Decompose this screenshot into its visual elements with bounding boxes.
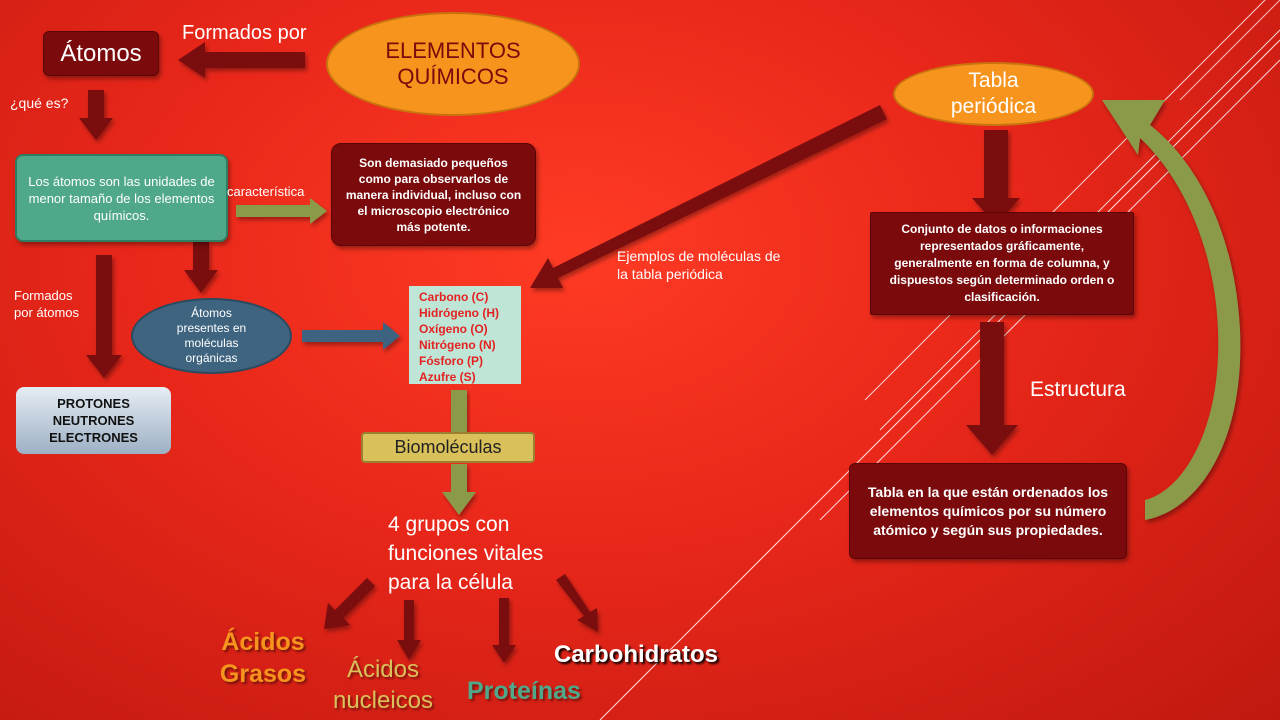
arrow-formados-por: [178, 42, 305, 78]
estructura-label: Estructura: [1030, 378, 1126, 401]
element-item: Oxígeno (O): [419, 322, 488, 336]
proteinas-label: Proteínas: [467, 677, 581, 705]
particulas-box: PROTONES NEUTRONES ELECTRONES: [16, 387, 171, 454]
atomos-presentes-text: Átomos presentes en moléculas orgánicas: [176, 306, 247, 365]
elementos-line-2: QUÍMICOS: [397, 64, 509, 89]
arrow-carbohidratos: [556, 574, 598, 632]
arrow-que-es: [79, 90, 113, 140]
ejemplos-label: Ejemplos de moléculas de la tabla periód…: [617, 248, 781, 282]
arrow-proteinas: [492, 598, 516, 663]
elementos-quimicos-oval: ELEMENTOS QUÍMICOS: [326, 12, 580, 116]
pequenos-text: Son demasiado pequeños como para observa…: [345, 155, 522, 234]
arrow-formados-por-atomos: [86, 255, 122, 378]
group-arrows: [324, 574, 598, 663]
formados-por-atomos-label: Formados por átomos: [14, 288, 80, 320]
acidos-grasos-label: Ácidos Grasos: [218, 626, 308, 690]
grupos-line-3: para la célula: [388, 571, 513, 594]
atomos-definition-text: Los átomos son las unidades de menor tam…: [28, 173, 215, 223]
acidos-grasos-line-1: Ácidos: [221, 628, 305, 656]
atomos-presentes-oval: Átomos presentes en moléculas orgánicas: [131, 298, 292, 374]
que-es-label: ¿qué es?: [10, 95, 69, 111]
conjunto-box: Conjunto de datos o informaciones repres…: [870, 212, 1134, 315]
carbohidratos-label: Carbohidratos: [554, 641, 719, 668]
acidos-nucleicos-label: Ácidos nucleicos: [318, 654, 448, 716]
acidos-nucleicos-line-1: Ácidos: [346, 656, 420, 683]
formados-por-label: Formados por: [182, 22, 307, 44]
tabla-line-2: periódica: [950, 95, 1037, 118]
tabla-definition-text: Tabla en la que están ordenados los elem…: [867, 483, 1109, 538]
atomos-label: Átomos: [60, 39, 142, 67]
acidos-grasos-line-2: Grasos: [219, 660, 307, 688]
pequenos-box: Son demasiado pequeños como para observa…: [331, 143, 536, 246]
element-item: Carbono (C): [419, 290, 489, 304]
acidos-nucleicos-line-2: nucleicos: [332, 687, 434, 714]
arrow-estructura: [966, 322, 1018, 455]
atomos-box: Átomos: [43, 31, 159, 76]
caracteristica-label: característica: [227, 184, 305, 199]
element-item: Azufre (S): [419, 370, 476, 384]
arrow-to-elements: [302, 322, 400, 350]
arrow-to-atomos-presentes: [184, 242, 218, 293]
conjunto-text: Conjunto de datos o informaciones repres…: [889, 222, 1115, 304]
elementos-line-1: ELEMENTOS: [385, 38, 521, 63]
biomoleculas-label: Biomoléculas: [394, 437, 502, 457]
electrones-label: ELECTRONES: [49, 430, 138, 445]
tabla-line-1: Tabla: [968, 69, 1019, 92]
grupos-line-2: funciones vitales: [388, 542, 544, 565]
neutrones-label: NEUTRONES: [52, 413, 135, 428]
elements-list-box: Carbono (C) Hidrógeno (H) Oxígeno (O) Ni…: [409, 286, 521, 384]
arrow-acidos-grasos: [324, 578, 375, 629]
arrow-caracteristica: [236, 198, 327, 224]
arrow-elements-to-biomol: [451, 390, 467, 432]
atomos-definition-box: Los átomos son las unidades de menor tam…: [15, 154, 228, 242]
biomoleculas-box: Biomoléculas: [361, 432, 535, 463]
arrow-ejemplos: [530, 105, 887, 288]
tabla-definition-box: Tabla en la que están ordenados los elem…: [849, 463, 1127, 559]
grupos-text: 4 grupos con funciones vitales para la c…: [388, 510, 543, 597]
arrow-acidos-nucleicos: [397, 600, 421, 660]
grupos-line-1: 4 grupos con: [388, 513, 510, 536]
arrow-biomol-down: [442, 464, 476, 515]
element-item: Fósforo (P): [419, 354, 483, 368]
arrow-tabla-down: [972, 130, 1020, 225]
tabla-periodica-oval: Tabla periódica: [893, 62, 1094, 126]
element-item: Hidrógeno (H): [419, 306, 499, 320]
arrow-curved-back: [1102, 100, 1241, 520]
element-item: Nitrógeno (N): [419, 338, 496, 352]
protones-label: PROTONES: [57, 396, 130, 411]
